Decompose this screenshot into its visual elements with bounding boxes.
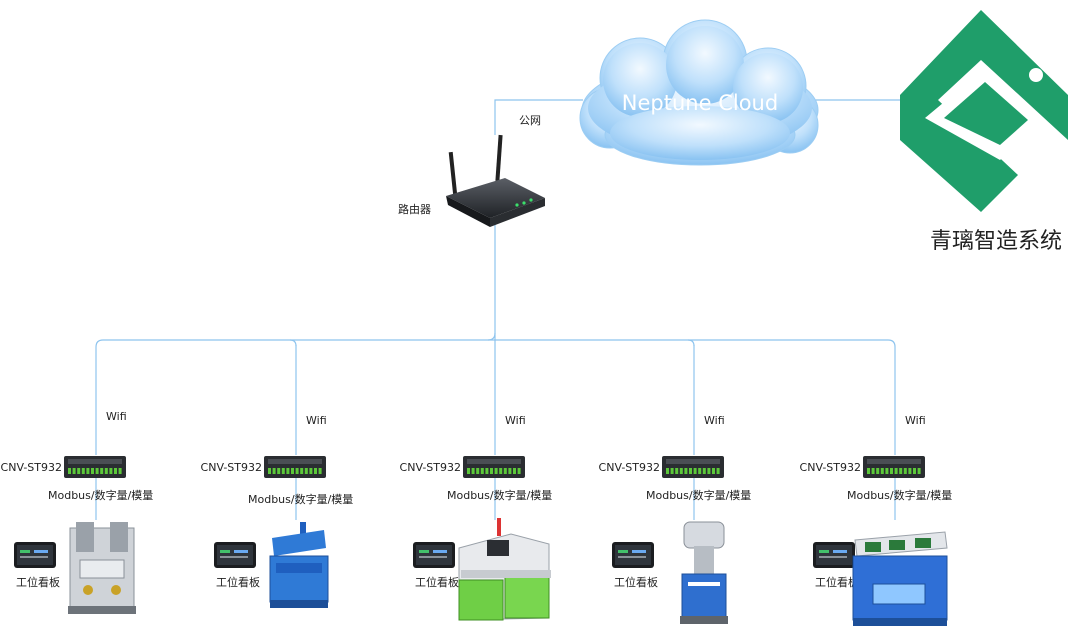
device-label: CNV-ST932 [800, 461, 861, 474]
router-icon [446, 134, 545, 227]
router-cloud-link [494, 99, 583, 135]
io-label: Modbus/数字量/模量 [248, 492, 353, 506]
machine-image [68, 522, 136, 614]
tablet-icon [813, 542, 855, 568]
tablet-icon [612, 542, 654, 568]
machine-image [680, 521, 728, 624]
board-label: 工位看板 [16, 575, 60, 589]
io-device-icon [463, 456, 525, 478]
machine-image [852, 531, 948, 626]
io-label: Modbus/数字量/模量 [48, 488, 153, 502]
tablet-icon [214, 542, 256, 568]
system-name: 青璃智造系统 [930, 229, 1062, 254]
stations: WifiCNV-ST932Modbus/数字量/模量工位看板WifiCNV-ST… [1, 410, 952, 626]
io-device-icon [64, 456, 126, 478]
connection-lines [95, 99, 905, 520]
device-label: CNV-ST932 [201, 461, 262, 474]
neptune-cloud: Neptune Cloud [579, 19, 819, 166]
io-label: Modbus/数字量/模量 [447, 488, 552, 502]
qingli-logo [900, 10, 1068, 212]
device-label: CNV-ST932 [400, 461, 461, 474]
device-label: CNV-ST932 [1, 461, 62, 474]
wifi-label: Wifi [704, 414, 725, 427]
io-label: Modbus/数字量/模量 [646, 488, 751, 502]
wifi-label: Wifi [306, 414, 327, 427]
tablet-icon [14, 542, 56, 568]
wifi-label: Wifi [905, 414, 926, 427]
wifi-label: Wifi [505, 414, 526, 427]
tablet-icon [413, 542, 455, 568]
cloud-label: Neptune Cloud [622, 91, 778, 115]
device-label: CNV-ST932 [599, 461, 660, 474]
machine-image [269, 522, 329, 608]
board-label: 工位看板 [614, 575, 658, 589]
machine-image [458, 518, 551, 621]
io-device-icon [863, 456, 925, 478]
board-label: 工位看板 [415, 575, 459, 589]
wifi-label: Wifi [106, 410, 127, 423]
router-label: 路由器 [398, 202, 431, 216]
io-device-icon [662, 456, 724, 478]
public-net-label: 公网 [519, 114, 541, 127]
io-label: Modbus/数字量/模量 [847, 488, 952, 502]
io-device-icon [264, 456, 326, 478]
board-label: 工位看板 [216, 575, 260, 589]
board-label: 工位看板 [815, 575, 859, 589]
